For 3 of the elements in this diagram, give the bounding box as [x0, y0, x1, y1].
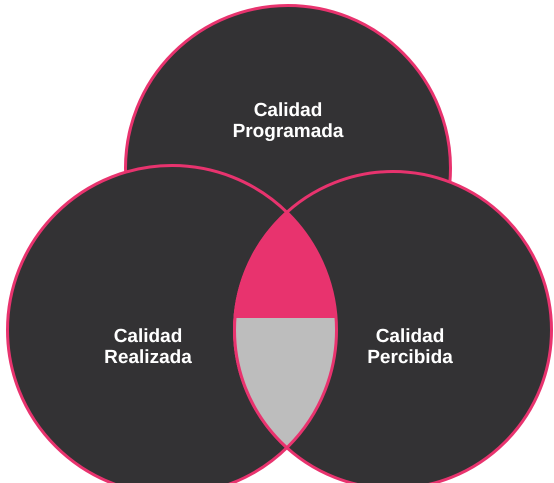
circle-label: Calidad Percibida — [350, 327, 470, 369]
circle-label: Calidad Realizada — [88, 327, 208, 369]
circle-label: Calidad Programada — [228, 101, 348, 143]
